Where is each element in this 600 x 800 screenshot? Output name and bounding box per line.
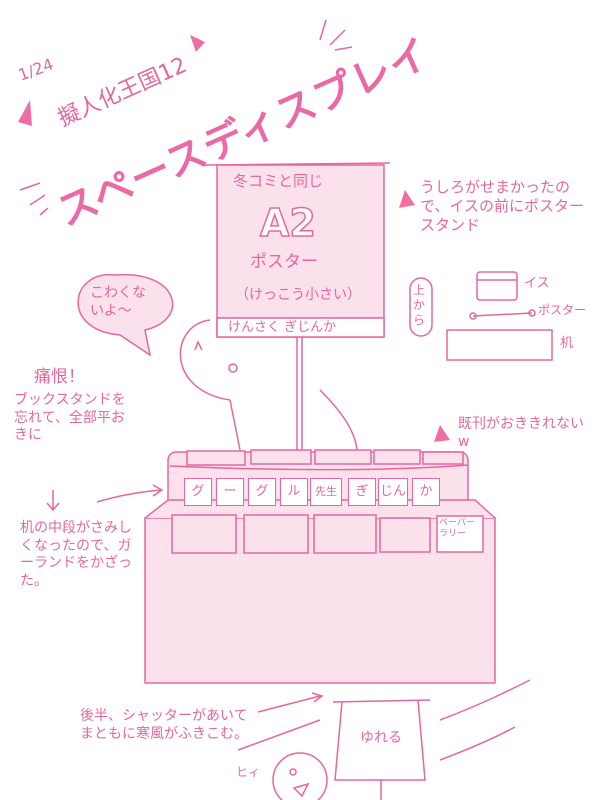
triangle-mark (18, 100, 32, 126)
garland-flag: ぎ (348, 478, 376, 506)
garland-flag: 先生 (310, 478, 342, 506)
top-view-poster: ポスター (538, 303, 587, 317)
backlist-note: 既刊がおききれないw (458, 416, 584, 450)
scream-text: ヒィ (236, 765, 261, 779)
garland-flag: グ (248, 478, 276, 506)
garland-note: 机の中段がさみしくなったので、ガーランドをかざった。 (20, 520, 132, 589)
paper-rally-sign: ペーパーラリー (439, 518, 475, 540)
top-view-desk: 机 (560, 336, 574, 351)
garland-flag: ー (216, 478, 244, 506)
garland-flag: グ (184, 478, 212, 506)
triangle-mark (190, 35, 205, 52)
top-view-label: 上から (413, 283, 426, 327)
poster-line2: ポスター (250, 252, 318, 272)
triangle-mark (434, 425, 450, 442)
poster-line1: 冬コミと同じ (233, 172, 324, 190)
poster-footer: けんさく ぎじんか (228, 320, 337, 335)
top-view-chair: イス (524, 276, 550, 291)
garland-flag: じん (378, 478, 408, 506)
regret-note: ブックスタンドを忘れて、全部平おきに (14, 392, 126, 443)
wind-note: 後半、シャッターがあいてまともに寒風がふきこむ。 (80, 708, 248, 742)
speech-bubble-shape (77, 274, 174, 357)
back-note: うしろがせまかったので、イスの前にポスタースタンド (420, 178, 584, 234)
poster-stand (204, 162, 391, 450)
regret-title: 痛恨！ (34, 367, 85, 387)
speech-bubble-text: こわくないよ〜 (90, 285, 146, 319)
garland-flag: ル (280, 478, 308, 506)
bottom-poster-label: ゆれる (360, 730, 402, 746)
poster-size: A2 (259, 200, 316, 245)
garland-flag: か (412, 478, 440, 506)
triangle-mark (399, 190, 415, 208)
poster-note: （けっこう小さい） (235, 287, 361, 303)
